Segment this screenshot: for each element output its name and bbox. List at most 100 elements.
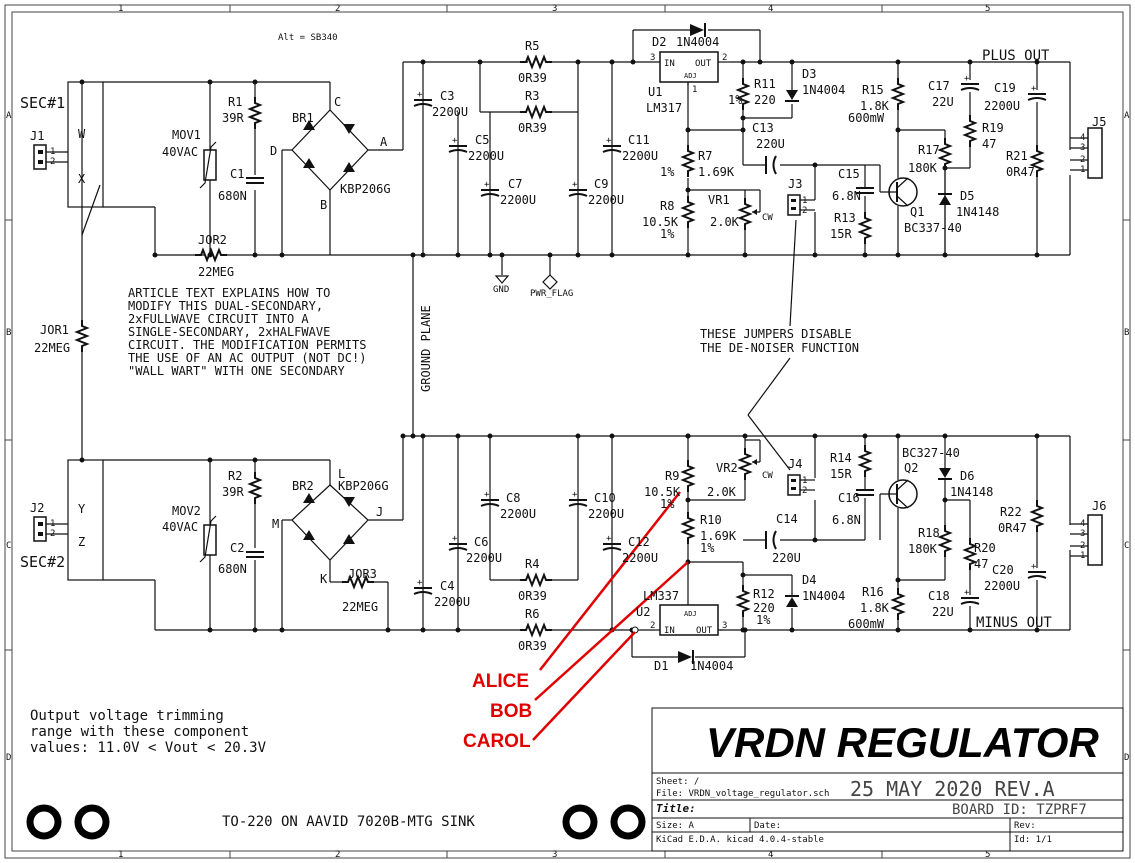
title-block-kicad: KiCad E.D.A. kicad 4.0.4-stable	[656, 835, 824, 845]
j6-connector	[1070, 514, 1103, 566]
br2-symbol	[291, 484, 369, 561]
c16-ref: C16	[838, 491, 860, 505]
article-line-2: MODIFY THIS DUAL-SECONDARY,	[128, 299, 323, 313]
q2-value: BC327-40	[902, 446, 960, 460]
ground-plane-label: GROUND PLANE	[419, 305, 433, 392]
u2-out: OUT	[696, 626, 713, 636]
j5-pin3: 3	[1080, 143, 1085, 153]
outer-frame	[4, 4, 1131, 859]
d4-value: 1N4004	[802, 589, 845, 603]
r10-value: 1.69K	[700, 529, 737, 543]
br2-value: KBP206G	[338, 479, 389, 493]
u1-pin1: 1	[692, 85, 697, 95]
y-label: Y	[78, 502, 86, 516]
r10-tol: 1%	[700, 541, 715, 555]
w-label: W	[78, 127, 86, 141]
c2-symbol	[245, 551, 265, 558]
c5-ref: C5	[475, 133, 489, 147]
pwr-flag-label: PWR_FLAG	[530, 289, 573, 299]
vr2-cw: CW	[762, 471, 773, 481]
vr2-symbol	[739, 439, 761, 481]
r12-tol: 1%	[756, 613, 771, 627]
j2-pin2: 2	[50, 529, 55, 539]
r13-symbol	[859, 211, 871, 245]
r12-ref: R12	[753, 587, 775, 601]
d1-value: 1N4004	[690, 659, 733, 673]
border-col-2b: 2	[335, 850, 340, 860]
article-line-3: 2xFULLWAVE CIRCUIT INTO A	[128, 312, 309, 326]
d4-symbol	[785, 595, 799, 607]
r14-value: 15R	[830, 467, 852, 481]
c15-value: 6.8N	[832, 189, 861, 203]
r15-power: 600mW	[848, 111, 885, 125]
mov2-ref: MOV2	[172, 504, 201, 518]
ground-plane-wires	[81, 82, 551, 460]
callout-bob: BOB	[490, 701, 532, 722]
c11-ref: C11	[628, 133, 650, 147]
article-line-1: ARTICLE TEXT EXPLAINS HOW TO	[128, 286, 330, 300]
c12-value: 2200U	[622, 551, 658, 565]
r12-symbol	[737, 584, 749, 618]
c20-ref: C20	[992, 563, 1014, 577]
c13-symbol	[765, 155, 777, 175]
c7-ref: C7	[508, 177, 522, 191]
q1-symbol	[865, 164, 918, 207]
c14-symbol	[765, 530, 777, 550]
r17-symbol	[939, 137, 951, 171]
j4-pin1: 1	[802, 476, 807, 486]
r6-value: 0R39	[518, 639, 547, 653]
r9-value: 10.5K	[644, 485, 681, 499]
c11-value: 2200U	[622, 149, 658, 163]
plus-out-label: PLUS OUT	[982, 48, 1050, 64]
r14-symbol	[859, 444, 871, 478]
c6-ref: C6	[474, 535, 488, 549]
c13-ref: C13	[752, 121, 774, 135]
br2-pin-l: L	[338, 467, 345, 481]
r13-value: 15R	[830, 227, 852, 241]
c1-symbol	[245, 177, 265, 184]
j5-ref: J5	[1092, 115, 1106, 129]
jor1-ref: JOR1	[40, 323, 69, 337]
br2-ref: BR2	[292, 479, 314, 493]
u2-in: IN	[664, 626, 675, 636]
br1-ref: BR1	[292, 111, 314, 125]
pwr-flag-symbol	[542, 274, 558, 290]
q2-symbol	[879, 479, 918, 540]
br2-pin-k: K	[320, 572, 328, 586]
br2-pin-m: M	[272, 517, 279, 531]
title-block-title: VRDN REGULATOR	[706, 719, 1099, 766]
vr1-value: 2.0K	[710, 215, 740, 229]
alt-note: Alt = SB340	[278, 33, 338, 43]
r8-tol: 1%	[660, 227, 675, 241]
r16-ref: R16	[862, 585, 884, 599]
vr1-symbol	[739, 189, 761, 231]
r3-ref: R3	[525, 89, 539, 103]
r19-value: 47	[982, 137, 996, 151]
r16-symbol	[892, 587, 904, 621]
article-line-7: "WALL WART" WITH ONE SECONDARY	[128, 364, 346, 378]
r20-value: 47	[974, 557, 988, 571]
u2-adj: ADJ	[684, 610, 697, 618]
article-line-5: CIRCUIT. THE MODIFICATION PERMITS	[128, 338, 366, 352]
r9-tol: 1%	[660, 497, 675, 511]
r19-ref: R19	[982, 121, 1004, 135]
r22-symbol	[1031, 499, 1043, 533]
r21-value: 0R47	[1006, 165, 1035, 179]
r6-symbol	[519, 624, 553, 636]
jor1-value: 22MEG	[34, 341, 70, 355]
c5-value: 2200U	[468, 149, 504, 163]
u1-out: OUT	[695, 59, 712, 69]
c12-ref: C12	[628, 535, 650, 549]
r17-value: 180K	[908, 161, 938, 175]
r4-symbol	[519, 574, 553, 586]
mov1-value: 40VAC	[162, 145, 198, 159]
c9-value: 2200U	[588, 193, 624, 207]
c7-value: 2200U	[500, 193, 536, 207]
d4-ref: D4	[802, 573, 816, 587]
r20-ref: R20	[974, 541, 996, 555]
d2-ref: D2	[652, 35, 666, 49]
c13-value: 220U	[756, 137, 785, 151]
r8-ref: R8	[660, 199, 674, 213]
j5-pin4: 4	[1080, 133, 1085, 143]
